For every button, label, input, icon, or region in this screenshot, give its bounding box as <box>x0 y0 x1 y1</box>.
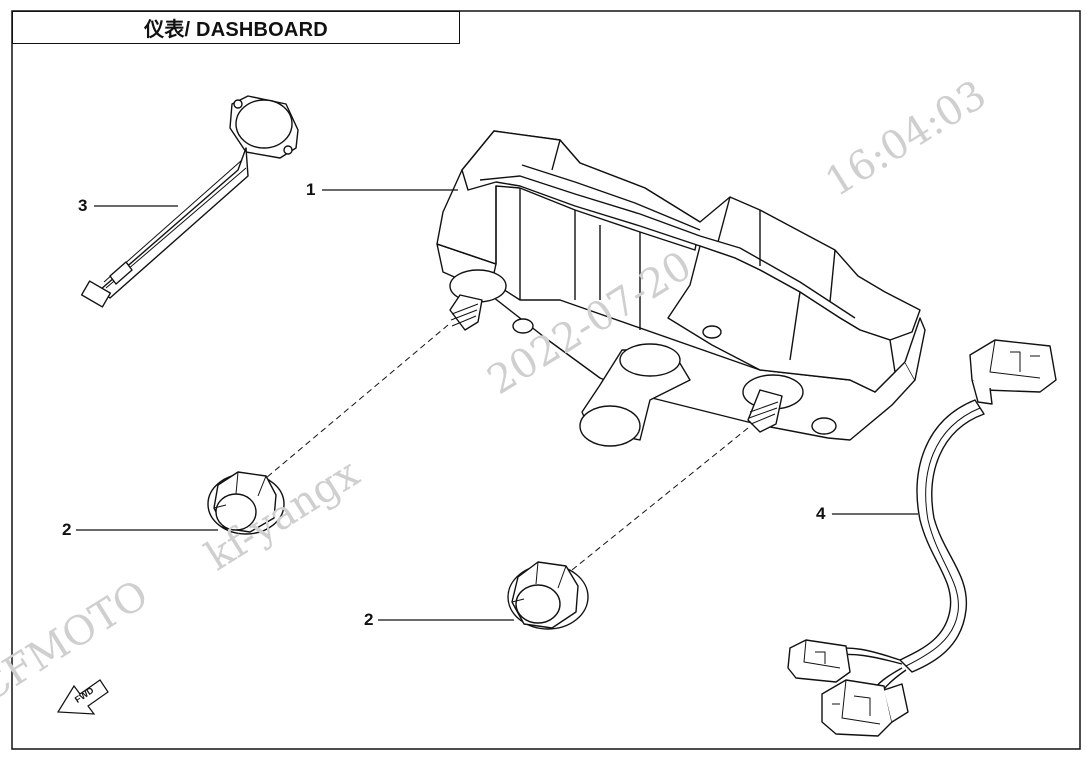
callout-1: 1 <box>306 180 316 199</box>
wire-harness-part <box>787 339 1057 737</box>
flange-nut-left <box>207 471 285 535</box>
callout-3: 3 <box>78 196 88 215</box>
callout-4: 4 <box>816 504 826 523</box>
title-box: 仪表/ DASHBOARD <box>12 11 460 44</box>
sensor-part <box>80 95 299 308</box>
assembly-lines <box>265 324 749 571</box>
drawing-frame <box>11 10 1081 750</box>
page-title: 仪表/ DASHBOARD <box>144 19 328 41</box>
right-stud <box>747 389 783 433</box>
dashboard-instrument-part <box>436 130 926 447</box>
leader-lines <box>76 189 918 621</box>
flange-nut-right <box>507 561 589 630</box>
forward-arrow-icon <box>56 679 109 715</box>
left-stud <box>449 294 483 331</box>
callout-2-right: 2 <box>364 610 374 629</box>
callout-2-left: 2 <box>62 520 72 539</box>
